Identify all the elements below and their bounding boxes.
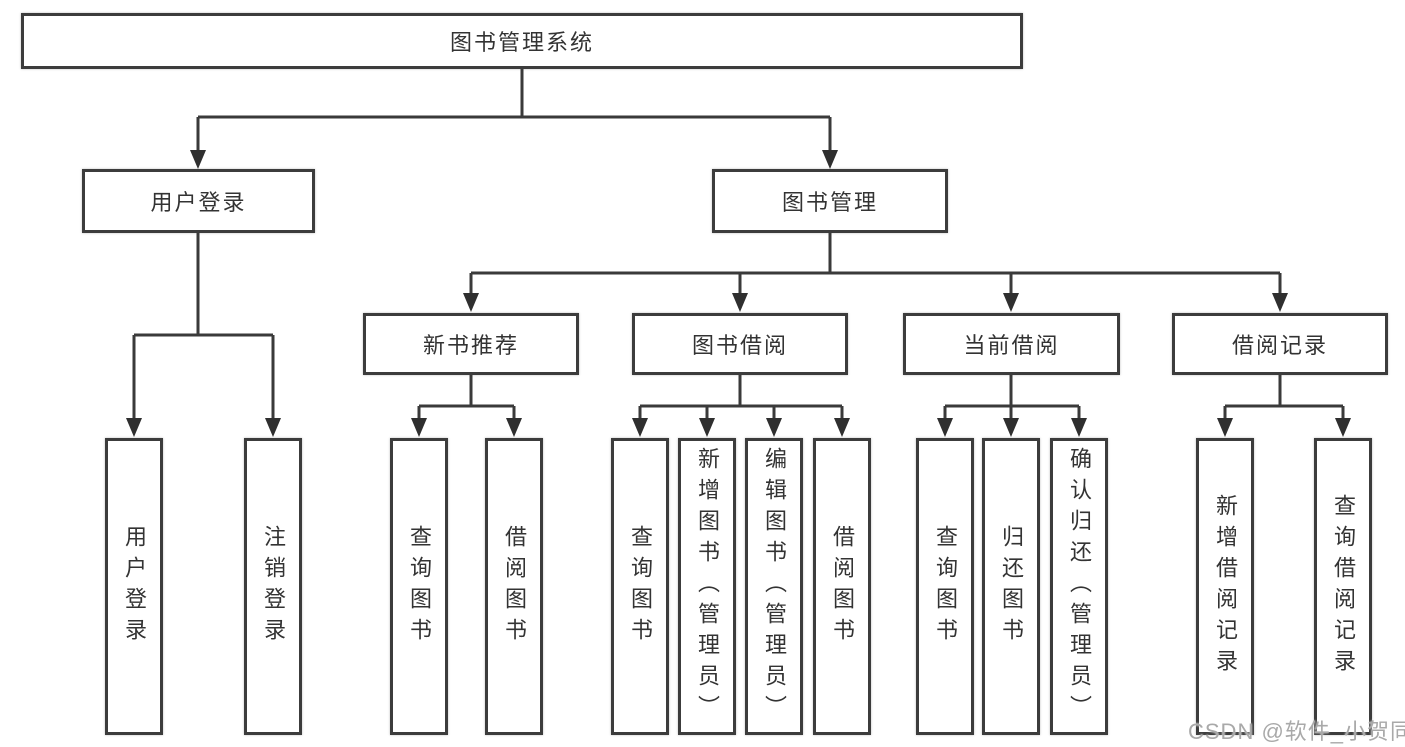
arrow-down-icon (1217, 418, 1233, 437)
node-root-system: 图书管理系统 (21, 13, 1023, 69)
leaf-label: 借阅图书 (830, 524, 855, 649)
connector-mgmt-to-level3 (469, 233, 1282, 296)
leaf-edit-book-admin: 编辑图书（管理员） (745, 438, 803, 735)
connector-paths (132, 69, 1345, 421)
leaf-query-books-recommend: 查询图书 (390, 438, 448, 735)
leaf-borrow-books: 借阅图书 (813, 438, 871, 735)
arrow-down-icon (834, 418, 850, 437)
arrow-down-icon (1272, 293, 1288, 312)
connector-root-to-level2 (196, 69, 832, 153)
leaf-confirm-return-admin: 确认归还（管理员） (1050, 438, 1108, 735)
leaf-label: 归还图书 (999, 524, 1024, 649)
arrow-down-icon (463, 293, 479, 312)
arrow-down-icon (822, 150, 838, 169)
node-label: 用户登录 (150, 190, 247, 215)
leaf-label: 查询图书 (407, 524, 432, 649)
node-label: 图书借阅 (691, 333, 788, 358)
connector-current-to-leaves (943, 375, 1081, 421)
node-label: 当前借阅 (963, 333, 1060, 358)
leaf-add-book-admin: 新增图书（管理员） (678, 438, 736, 735)
leaf-label: 查询图书 (933, 524, 958, 649)
arrow-down-icon (506, 418, 522, 437)
arrow-down-icon (1003, 418, 1019, 437)
leaf-return-books: 归还图书 (982, 438, 1040, 735)
arrow-down-icon (190, 150, 206, 169)
csdn-watermark: CSDN @软件_小贺同学 (1188, 719, 1405, 744)
connector-login-to-leaves (132, 233, 275, 421)
arrow-down-icon (732, 293, 748, 312)
connector-recommend-to-leaves (417, 375, 516, 421)
node-book-management: 图书管理 (712, 169, 948, 233)
arrow-down-icon (1335, 418, 1351, 437)
leaf-user-login: 用户登录 (105, 438, 163, 735)
node-label: 图书管理系统 (449, 30, 594, 55)
leaf-query-borrow-record: 查询借阅记录 (1314, 438, 1372, 735)
leaf-borrow-books-recommend: 借阅图书 (485, 438, 543, 735)
arrow-down-icon (411, 418, 427, 437)
arrow-down-icon (126, 418, 142, 437)
node-label: 借阅记录 (1231, 333, 1328, 358)
connector-borrow-to-leaves (638, 375, 844, 421)
node-borrow-records: 借阅记录 (1172, 313, 1388, 375)
node-label: 图书管理 (781, 190, 878, 215)
leaf-label: 查询图书 (628, 524, 653, 649)
leaf-query-books-borrow: 查询图书 (611, 438, 669, 735)
node-user-login: 用户登录 (82, 169, 315, 233)
leaf-label: 新增图书（管理员） (695, 447, 720, 726)
leaf-label: 确认归还（管理员） (1067, 447, 1092, 726)
leaf-query-books-current: 查询图书 (916, 438, 974, 735)
arrow-down-icon (1003, 293, 1019, 312)
node-book-borrow: 图书借阅 (632, 313, 848, 375)
leaf-label: 新增借阅记录 (1213, 493, 1238, 680)
leaf-label: 用户登录 (122, 524, 147, 649)
leaf-logout: 注销登录 (244, 438, 302, 735)
arrow-down-icon (937, 418, 953, 437)
leaf-add-borrow-record: 新增借阅记录 (1196, 438, 1254, 735)
node-current-borrow: 当前借阅 (903, 313, 1120, 375)
leaf-label: 借阅图书 (502, 524, 527, 649)
arrow-down-icon (1071, 418, 1087, 437)
arrow-down-icon (632, 418, 648, 437)
arrow-down-icon (699, 418, 715, 437)
leaf-label: 编辑图书（管理员） (762, 447, 787, 726)
arrow-down-icon (766, 418, 782, 437)
connector-records-to-leaves (1223, 375, 1345, 421)
arrowheads (126, 150, 1351, 437)
arrow-down-icon (265, 418, 281, 437)
node-label: 新书推荐 (422, 333, 519, 358)
leaf-label: 注销登录 (261, 524, 286, 649)
leaf-label: 查询借阅记录 (1331, 493, 1356, 680)
node-new-book-recommend: 新书推荐 (363, 313, 579, 375)
